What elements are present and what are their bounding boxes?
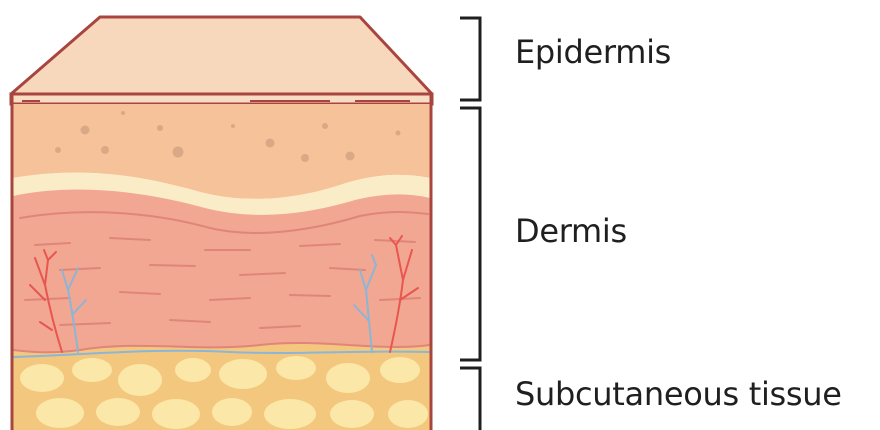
label-dermis: Dermis (515, 215, 627, 247)
fat-cell (380, 357, 420, 383)
label-epidermis: Epidermis (515, 36, 671, 68)
fat-cell (175, 358, 211, 382)
fat-cell (152, 399, 200, 429)
fat-cell (212, 398, 252, 426)
fat-cell (276, 356, 316, 380)
label-subcutaneous-tissue: Subcutaneous tissue (515, 378, 842, 410)
bracket-epidermis (460, 18, 480, 100)
fat-cell (330, 400, 374, 428)
fat-cell (96, 398, 140, 426)
epidermis-edge (11, 94, 432, 104)
fat-cell (36, 398, 84, 428)
fat-cell (72, 358, 112, 382)
bracket-dermis (460, 108, 480, 360)
epidermis-top-surface (11, 17, 432, 94)
fat-cell (388, 400, 428, 428)
fat-cell (20, 364, 64, 392)
fat-cell (118, 364, 162, 396)
bracket-subcutaneous (460, 368, 480, 430)
fat-cell (326, 363, 370, 393)
fat-cell (264, 399, 316, 429)
fat-cell (219, 359, 267, 389)
